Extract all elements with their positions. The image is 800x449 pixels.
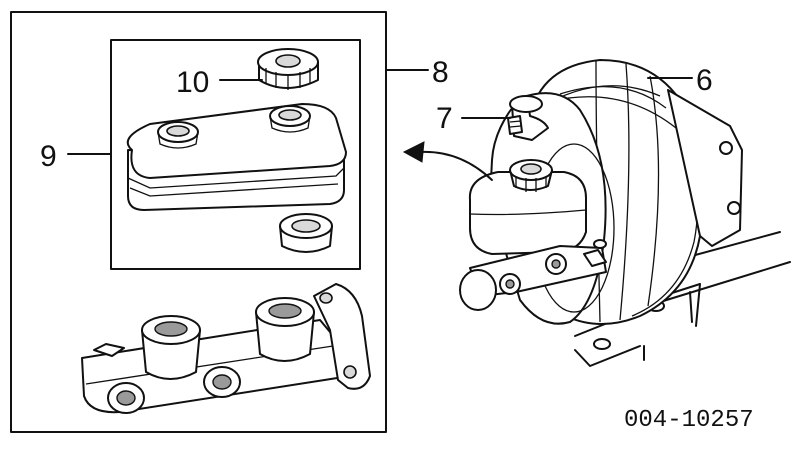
direction-arrow-icon	[402, 141, 493, 181]
grommet-icon	[279, 213, 333, 253]
callout-9: 9	[40, 140, 57, 173]
callout-8: 8	[432, 56, 449, 89]
part-number: 004-10257	[624, 407, 754, 434]
callout-10: 10	[176, 66, 209, 99]
mounting-stud-icon	[507, 95, 549, 141]
master-cylinder-icon	[81, 283, 371, 414]
reservoir-icon	[126, 103, 347, 211]
callout-6: 6	[696, 64, 713, 97]
master-cylinder-group-frame	[10, 11, 387, 433]
callout-7: 7	[436, 102, 453, 135]
mounted-master-cylinder-icon	[459, 159, 607, 311]
reservoir-cap-icon	[257, 48, 319, 90]
